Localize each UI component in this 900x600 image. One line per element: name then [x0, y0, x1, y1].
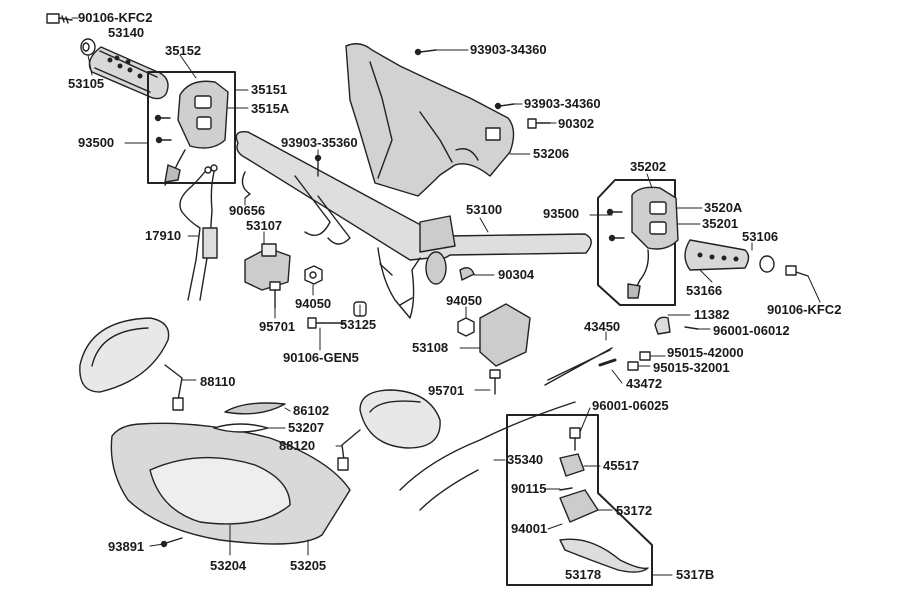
label-43472: 43472	[626, 376, 663, 391]
label-5317b: 5317B	[676, 567, 715, 582]
bolt-95701-a	[269, 281, 281, 309]
label-53205: 53205	[290, 558, 327, 573]
lever-53178	[559, 538, 649, 573]
screw-96001-06012	[684, 326, 699, 330]
label-53207: 53207	[288, 420, 325, 435]
label-35202: 35202	[630, 159, 667, 174]
label-45517: 45517	[603, 458, 640, 473]
label-53172: 53172	[616, 503, 653, 518]
label-53140: 53140	[108, 25, 145, 40]
label-96001-06012: 96001-06012	[713, 323, 790, 338]
screw-93891	[160, 537, 183, 548]
switch-95015	[627, 351, 651, 371]
screw-93903-35360	[314, 154, 322, 177]
label-90106-kfc2-left: 90106-KFC2	[78, 10, 153, 25]
leader-lines	[71, 17, 821, 576]
label-3515a: 3515A	[251, 101, 290, 116]
label-95015-42000: 95015-42000	[667, 345, 744, 360]
label-53204: 53204	[210, 558, 247, 573]
label-53107: 53107	[246, 218, 283, 233]
label-88120: 88120	[279, 438, 316, 453]
bolt-95701-b	[489, 369, 501, 395]
label-95701-b: 95701	[428, 383, 465, 398]
label-35152: 35152	[165, 43, 202, 58]
label-86102: 86102	[293, 403, 330, 418]
label-94050-b: 94050	[446, 293, 483, 308]
bolt-90106-kfc2-right	[785, 265, 809, 277]
label-93903-34360-b: 93903-34360	[524, 96, 601, 111]
label-94050-a: 94050	[295, 296, 332, 311]
holder-45517	[559, 453, 585, 477]
handlebar-53100	[235, 131, 592, 319]
label-43450: 43450	[584, 319, 621, 334]
throttle-cable-17910	[179, 164, 218, 301]
assembly-box-right-switch	[597, 179, 676, 306]
assembly-box-left-switch	[147, 71, 236, 184]
label-53100: 53100	[466, 202, 503, 217]
label-90106-kfc2-right: 90106-KFC2	[767, 302, 842, 317]
perch-53172	[559, 489, 599, 523]
label-35340: 35340	[507, 452, 544, 467]
screw-93903-34360-a	[414, 48, 437, 56]
label-17910: 17910	[145, 228, 182, 243]
label-53178: 53178	[565, 567, 602, 582]
grip-end-53105	[80, 38, 96, 56]
rear-cover-53206	[345, 43, 515, 197]
cap-90304	[459, 267, 475, 281]
label-88110: 88110	[200, 374, 236, 389]
mirror-88120-right	[337, 389, 441, 471]
label-96001-06025: 96001-06025	[592, 398, 669, 413]
label-90106-gen5: 90106-GEN5	[283, 350, 359, 365]
bracket-53108	[479, 303, 531, 367]
grip-end-53106	[759, 255, 775, 273]
bolt-96001-06025	[569, 427, 581, 451]
nut-94050-b	[457, 317, 475, 337]
label-93891: 93891	[108, 539, 145, 554]
label-53108: 53108	[412, 340, 449, 355]
screw-93903-34360-b	[494, 102, 515, 110]
label-95015-32001: 95015-32001	[653, 360, 730, 375]
bolt-90106-kfc2-left	[46, 13, 73, 24]
bolt-90302	[527, 118, 551, 129]
label-94001: 94001	[511, 521, 548, 536]
bracket-53107	[244, 243, 291, 291]
brake-cable-43450	[399, 347, 617, 511]
label-90656: 90656	[229, 203, 266, 218]
label-90302: 90302	[558, 116, 595, 131]
label-95701-a: 95701	[259, 319, 296, 334]
label-90115: 90115	[511, 481, 547, 496]
label-3520a: 3520A	[704, 200, 743, 215]
label-53166: 53166	[686, 283, 723, 298]
label-53105: 53105	[68, 76, 105, 91]
screw-93500-left	[154, 114, 172, 144]
label-35151: 35151	[251, 82, 288, 97]
front-cover-53204	[110, 402, 351, 545]
label-35201: 35201	[702, 216, 739, 231]
label-90304: 90304	[498, 267, 535, 282]
nut-94050-a	[304, 265, 323, 285]
screw-93500-right	[606, 208, 625, 242]
switch-housing-35151	[164, 80, 229, 186]
assembly-box-brake-lever	[506, 414, 653, 586]
label-93903-34360-a: 93903-34360	[470, 42, 547, 57]
label-93903-35360: 93903-35360	[281, 135, 358, 150]
label-93500-right: 93500	[543, 206, 580, 221]
label-53106: 53106	[742, 229, 779, 244]
label-53125: 53125	[340, 317, 377, 332]
label-53206: 53206	[533, 146, 570, 161]
clip-90656	[241, 171, 251, 199]
grip-53166-right	[684, 239, 750, 271]
switch-housing-35201	[627, 186, 679, 299]
screw-90115	[559, 487, 573, 491]
label-93500-left: 93500	[78, 135, 115, 150]
mirror-88110-left	[79, 317, 184, 411]
label-11382: 11382	[694, 307, 730, 322]
bolt-90106-gen5	[307, 317, 346, 329]
clamp-11382	[654, 316, 671, 335]
